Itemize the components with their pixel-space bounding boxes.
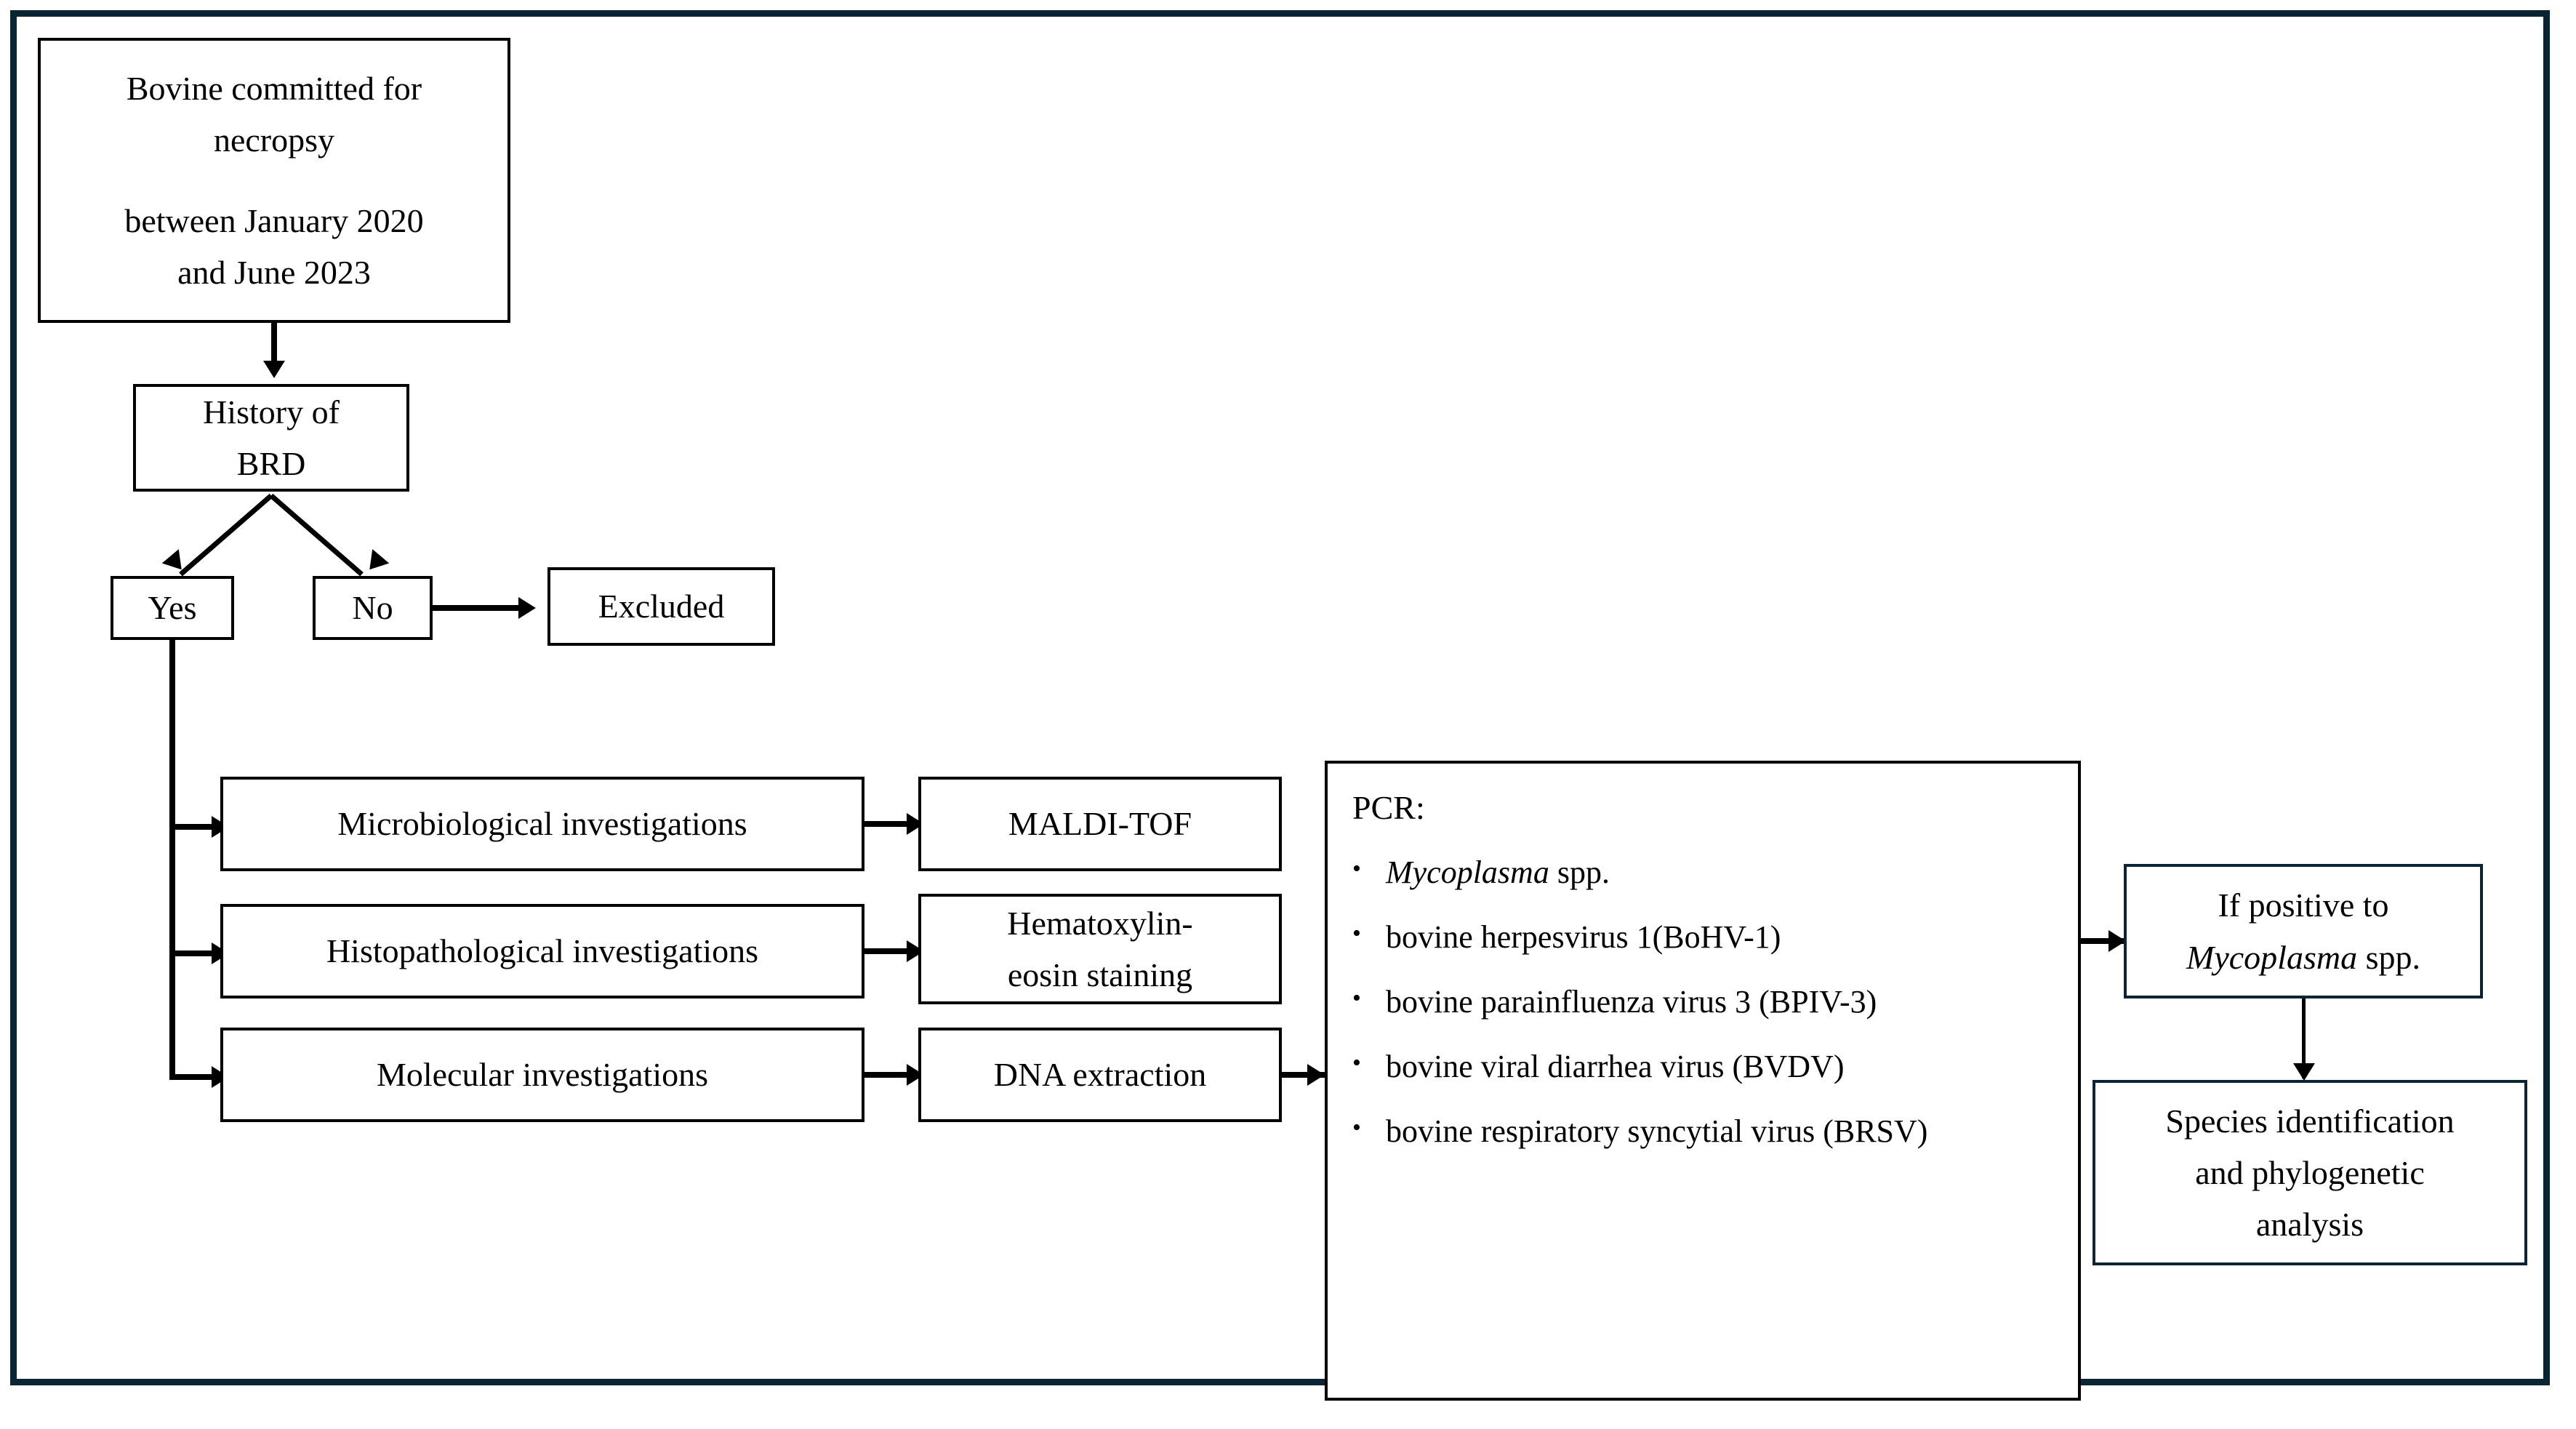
node-yes-label: Yes [148, 589, 197, 627]
pcr-item-3-rest: bovine viral diarrhea virus (BVDV) [1386, 1048, 1845, 1084]
node-microbiological-label: Microbiological investigations [337, 805, 747, 843]
node-history-line1: History of [203, 393, 340, 431]
connector-yes-to-microbiological [169, 824, 213, 830]
node-staining-line2: eosin staining [1007, 956, 1193, 993]
bullet-icon: • [1352, 984, 1361, 1012]
node-if-positive-genus: Mycoplasma [2186, 938, 2358, 976]
node-start-line3: between January 2020 [124, 201, 424, 239]
arrow-start-to-history [263, 361, 285, 378]
node-staining-line1: Hematoxylin- [1007, 904, 1193, 942]
pcr-item-0-italic: Mycoplasma [1386, 854, 1549, 890]
connector-yes-to-molecular [169, 1074, 213, 1080]
pcr-item-4-rest: bovine respiratory syncytial virus (BRSV… [1386, 1113, 1928, 1149]
node-species-identification: Species identification and phylogenetic … [2093, 1080, 2527, 1265]
node-excluded: Excluded [547, 567, 775, 646]
node-molecular-label: Molecular investigations [376, 1056, 709, 1094]
pcr-list-item: • bovine respiratory syncytial virus (BR… [1352, 1110, 2056, 1153]
node-if-positive-to-mycoplasma: If positive to Mycoplasma spp. [2124, 864, 2483, 998]
connector-microbiological-to-maldi [864, 821, 908, 827]
pcr-list-item: • bovine viral diarrhea virus (BVDV) [1352, 1046, 2056, 1089]
node-dna-extraction: DNA extraction [918, 1028, 1282, 1122]
node-no: No [313, 576, 433, 640]
node-start-line4: and June 2023 [177, 253, 371, 291]
node-if-positive-spp: spp. [2357, 938, 2420, 976]
connector-if-positive-to-species [2302, 998, 2306, 1078]
connector-yes-trunk [169, 640, 175, 1076]
node-pcr-panel: PCR: • Mycoplasma spp. • bovine herpesvi… [1325, 761, 2081, 1401]
pcr-title: PCR: [1352, 789, 1425, 826]
node-histopathological-label: Histopathological investigations [326, 932, 759, 970]
connector-dna-to-pcr [1282, 1072, 1325, 1078]
node-start-line2: necropsy [213, 121, 335, 159]
connector-histopathological-to-staining [864, 948, 908, 954]
pcr-list-item: • Mycoplasma spp. [1352, 852, 2056, 894]
node-microbiological-investigations: Microbiological investigations [220, 777, 864, 871]
bullet-icon: • [1352, 1049, 1361, 1076]
connector-pcr-to-if-positive [2081, 938, 2124, 944]
node-yes: Yes [111, 576, 234, 640]
pcr-list-item: • bovine parainfluenza virus 3 (BPIV-3) [1352, 981, 2056, 1024]
node-excluded-label: Excluded [598, 588, 725, 625]
node-species-line1: Species identification [2165, 1102, 2455, 1140]
node-dna-label: DNA extraction [993, 1056, 1207, 1094]
connector-yes-to-histopathological [169, 950, 213, 956]
bullet-icon: • [1352, 1113, 1361, 1141]
node-start: Bovine committed for necropsy between Ja… [38, 38, 510, 323]
node-maldi-label: MALDI-TOF [1008, 805, 1192, 843]
node-history-of-brd: History of BRD [133, 384, 409, 492]
connector-start-to-history [271, 323, 277, 367]
pcr-item-2-rest: bovine parainfluenza virus 3 (BPIV-3) [1386, 983, 1877, 1020]
arrow-dna-to-pcr [1307, 1064, 1325, 1086]
node-species-line2: and phylogenetic [2195, 1153, 2425, 1191]
node-species-line3: analysis [2255, 1206, 2364, 1244]
node-history-line2: BRD [236, 445, 306, 482]
node-maldi-tof: MALDI-TOF [918, 777, 1282, 871]
node-no-label: No [352, 589, 393, 627]
arrow-if-positive-to-species [2293, 1063, 2315, 1081]
arrow-no-to-excluded [518, 597, 536, 619]
bullet-icon: • [1352, 919, 1361, 947]
pcr-item-1-rest: bovine herpesvirus 1(BoHV-1) [1386, 918, 1781, 955]
node-molecular-investigations: Molecular investigations [220, 1028, 864, 1122]
connector-no-to-excluded [433, 605, 520, 611]
pcr-list-item: • bovine herpesvirus 1(BoHV-1) [1352, 916, 2056, 959]
node-if-positive-line1: If positive to [2218, 886, 2389, 924]
pcr-item-0-rest: spp. [1549, 854, 1610, 890]
arrow-pcr-to-if-positive [2108, 930, 2126, 952]
node-histopathological-investigations: Histopathological investigations [220, 904, 864, 998]
connector-molecular-to-dna [864, 1072, 908, 1078]
node-start-line1: Bovine committed for [126, 69, 422, 107]
node-hematoxylin-eosin-staining: Hematoxylin- eosin staining [918, 894, 1282, 1004]
bullet-icon: • [1352, 855, 1361, 882]
